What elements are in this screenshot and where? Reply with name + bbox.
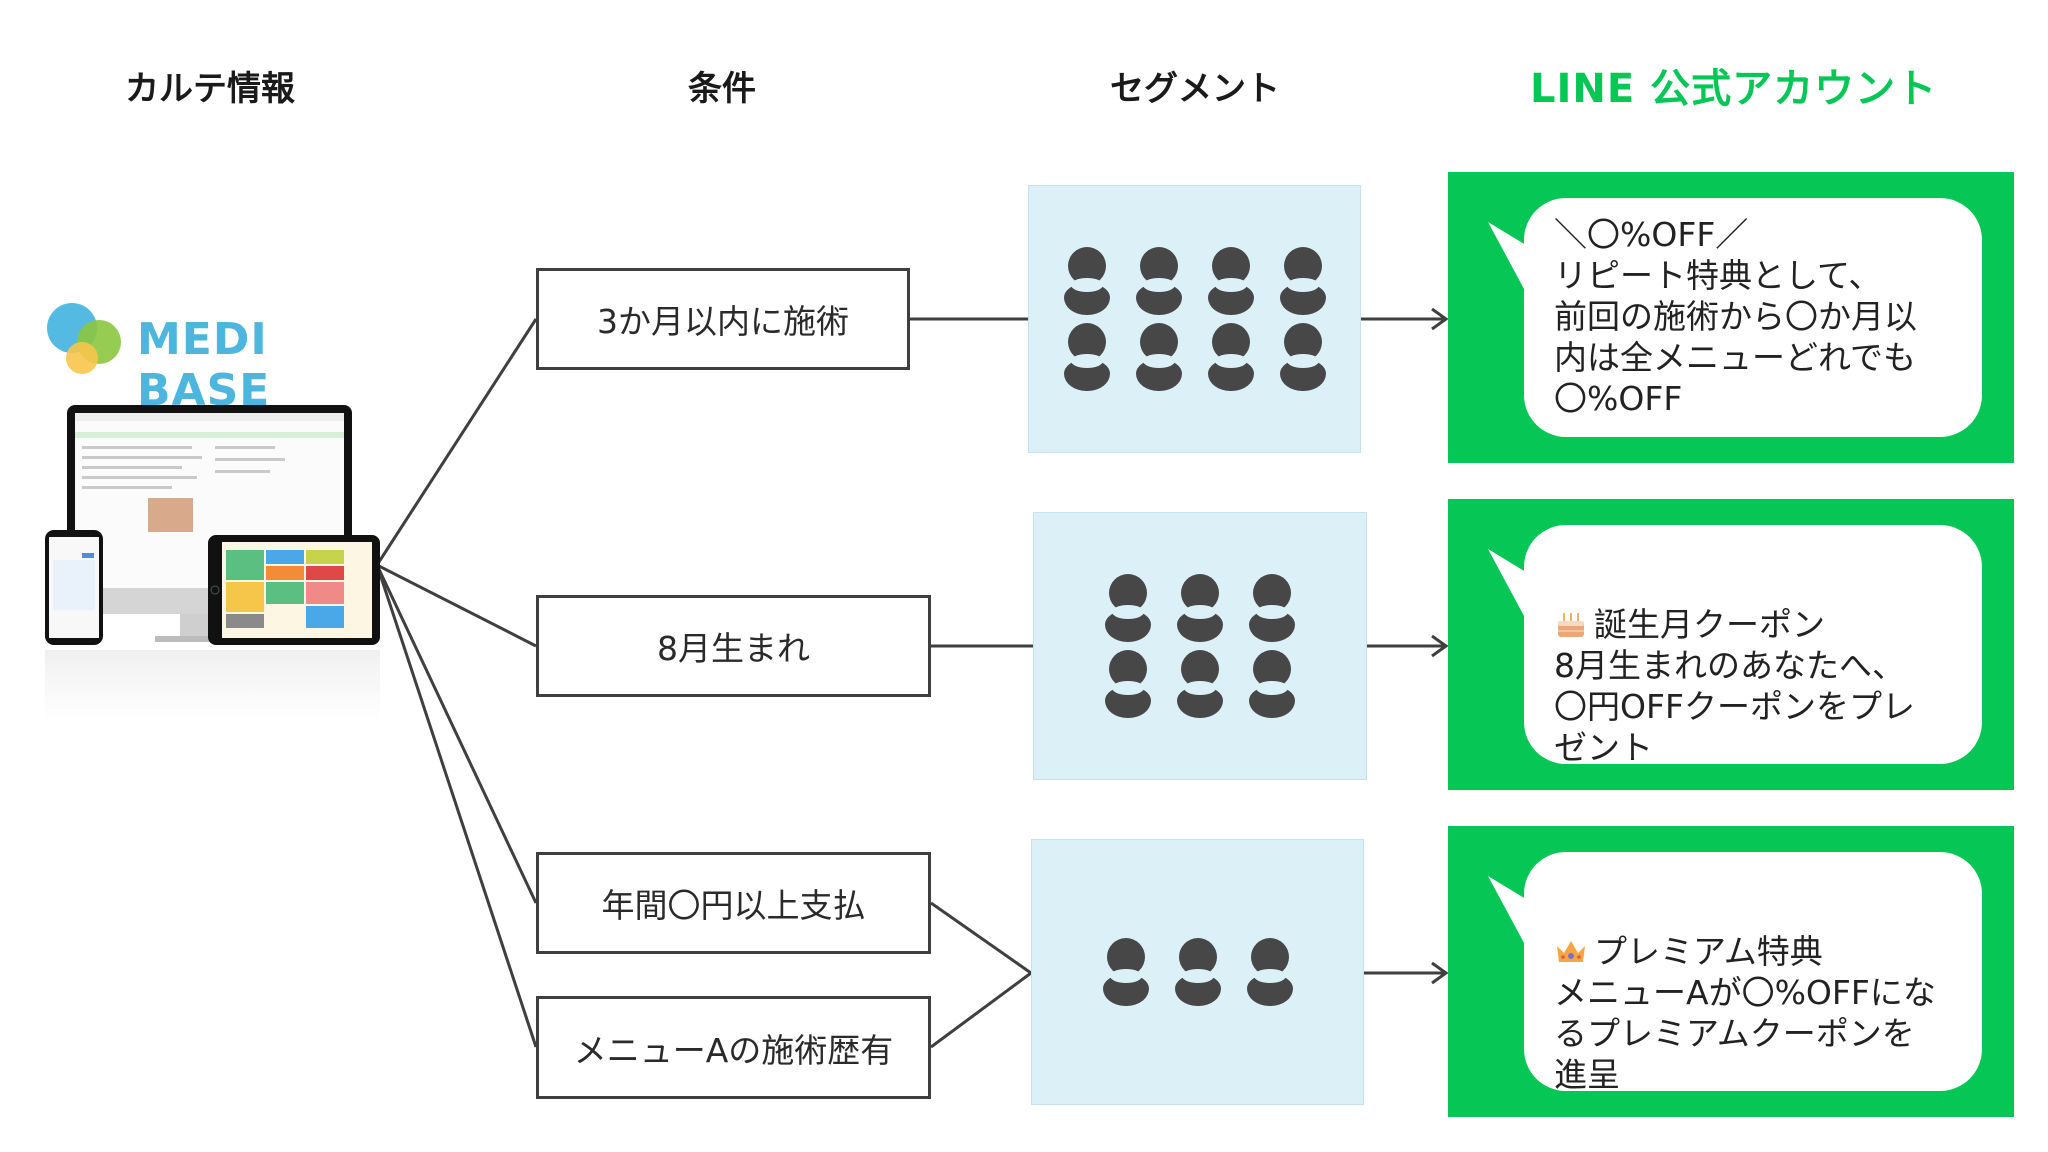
condition-label: メニューAの施術歴有 [573, 1030, 894, 1070]
arrowhead-2 [1431, 634, 1449, 658]
person-icon [1135, 247, 1182, 315]
person-icon [1177, 574, 1223, 642]
person-icon [1246, 938, 1293, 1006]
line-message-card-3: プレミアム特典 メニューAが〇%OFFにな るプレミアムクーポンを 進呈 [1448, 826, 2014, 1117]
message-bubble [1524, 525, 1982, 764]
arrowhead-1 [1431, 307, 1449, 331]
person-icon [1102, 938, 1149, 1006]
condition-label: 年間〇円以上支払 [601, 886, 866, 925]
message-text: プレミアム特典 メニューAが〇%OFFにな るプレミアムクーポンを 進呈 [1554, 932, 1936, 1094]
wire-hub-to-cond-3 [375, 564, 538, 904]
header-segments: セグメント [1110, 69, 1280, 109]
person-body [1063, 354, 1110, 391]
person-body [1207, 278, 1254, 315]
wire-cond-3-to-seg-3 [930, 901, 1032, 975]
person-body [1207, 354, 1254, 391]
medibase-logo-mark-icon [47, 303, 121, 374]
people-group [1102, 938, 1293, 1006]
person-icon [1207, 323, 1254, 391]
person-body [1105, 605, 1151, 642]
message-body: 誕生月クーポン 8月生まれのあなたへ、 〇円OFFクーポンをプレ ゼント [1554, 563, 1915, 768]
wire-hub-to-cond-2 [376, 563, 537, 648]
person-body [1246, 969, 1293, 1006]
person-body [1279, 354, 1326, 391]
header-conditions: 条件 [688, 69, 756, 109]
person-body [1135, 354, 1182, 391]
segment-box-2 [1033, 512, 1367, 780]
wire-cond-4-to-seg-3 [930, 971, 1032, 1049]
person-body [1135, 278, 1182, 315]
person-icon [1177, 650, 1223, 718]
person-body [1105, 681, 1151, 718]
devices-mockup [40, 400, 380, 730]
person-icon [1174, 938, 1221, 1006]
devices-illustration-icon [45, 405, 380, 720]
person-icon [1135, 323, 1182, 391]
crown-icon [1557, 941, 1585, 962]
wire-hub-to-cond-1 [375, 318, 538, 566]
message-body: プレミアム特典 メニューAが〇%OFFにな るプレミアムクーポンを 進呈 [1554, 890, 1936, 1095]
people-group [1063, 247, 1326, 391]
message-bubble [1524, 852, 1982, 1091]
line-message-card-2: 誕生月クーポン 8月生まれのあなたへ、 〇円OFFクーポンをプレ ゼント [1448, 499, 2014, 790]
person-icon [1105, 650, 1151, 718]
segment-box-1 [1028, 185, 1361, 453]
person-body [1249, 681, 1295, 718]
person-icon [1249, 650, 1295, 718]
people-group [1105, 574, 1295, 718]
wire-hub-to-cond-4 [375, 564, 538, 1048]
person-body [1174, 969, 1221, 1006]
medibase-logo: MEDI BASE [42, 300, 382, 416]
condition-box-4: メニューAの施術歴有 [536, 996, 931, 1099]
person-body [1102, 969, 1149, 1006]
message-text: 誕生月クーポン 8月生まれのあなたへ、 〇円OFFクーポンをプレ ゼント [1554, 605, 1915, 767]
condition-box-2: 8月生まれ [536, 595, 931, 697]
person-icon [1063, 323, 1110, 391]
line-message-card-1: ＼〇%OFF／ リピート特典として、 前回の施術から〇か月以 内は全メニューどれ… [1448, 172, 2014, 463]
person-body [1249, 605, 1295, 642]
person-icon [1279, 247, 1326, 315]
condition-box-3: 年間〇円以上支払 [536, 852, 931, 954]
segment-box-3 [1031, 839, 1364, 1105]
person-icon [1063, 247, 1110, 315]
person-body [1279, 278, 1326, 315]
arrowhead-3 [1431, 961, 1449, 985]
condition-label: 3か月以内に施術 [597, 302, 849, 341]
condition-box-1: 3か月以内に施術 [536, 268, 910, 370]
person-icon [1105, 574, 1151, 642]
header-chart-info: カルテ情報 [125, 69, 295, 109]
message-text: ＼〇%OFF／ リピート特典として、 前回の施術から〇か月以 内は全メニューどれ… [1554, 215, 1917, 418]
condition-label: 8月生まれ [657, 629, 810, 668]
person-body [1177, 605, 1223, 642]
header-line-account: LINE 公式アカウント [1530, 66, 1938, 112]
message-bubble [1524, 198, 1982, 437]
person-icon [1249, 574, 1295, 642]
person-icon [1279, 323, 1326, 391]
person-icon [1207, 247, 1254, 315]
person-body [1177, 681, 1223, 718]
person-body [1063, 278, 1110, 315]
cake-icon [1558, 613, 1584, 637]
